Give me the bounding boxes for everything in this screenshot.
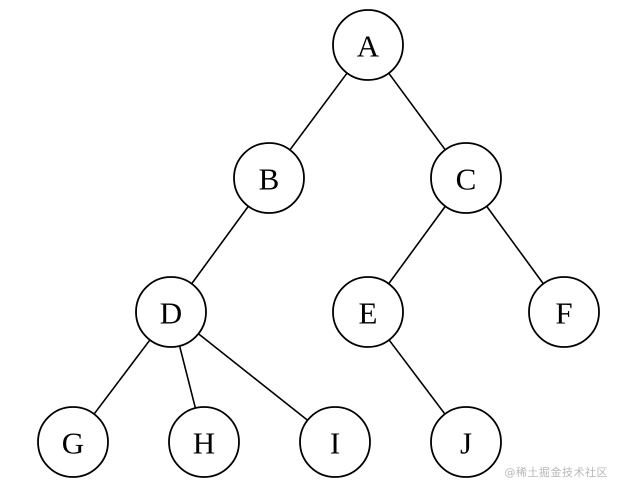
- edge-b-d: [191, 205, 249, 285]
- edge-d-g: [93, 339, 151, 415]
- node-label: I: [330, 426, 340, 461]
- edge-c-e: [388, 205, 446, 285]
- node-i: I: [299, 406, 371, 478]
- node-label: C: [456, 162, 477, 197]
- edge-d-h: [178, 345, 197, 409]
- tree-nodes: A B C D E F G H I J: [37, 9, 600, 478]
- node-label: G: [62, 426, 84, 461]
- node-label: J: [460, 426, 472, 461]
- node-circle: [528, 276, 600, 348]
- node-circle: [233, 142, 305, 214]
- node-c: C: [430, 142, 502, 214]
- tree-edges: [93, 72, 544, 421]
- edge-c-f: [486, 205, 544, 285]
- edge-e-j: [388, 339, 446, 415]
- node-j: J: [430, 406, 502, 478]
- edge-a-c: [388, 72, 446, 151]
- node-circle: [332, 9, 404, 81]
- node-d: D: [135, 276, 207, 348]
- watermark: @稀土掘金技术社区: [504, 466, 608, 479]
- node-h: H: [168, 406, 240, 478]
- node-label: H: [193, 426, 215, 461]
- node-g: G: [37, 406, 109, 478]
- edge-a-b: [289, 72, 348, 151]
- node-label: A: [357, 29, 380, 64]
- node-label: E: [359, 296, 378, 331]
- node-e: E: [332, 276, 404, 348]
- node-circle: [430, 142, 502, 214]
- node-label: B: [259, 162, 280, 197]
- node-b: B: [233, 142, 305, 214]
- edge-d-i: [197, 333, 309, 421]
- node-circle: [430, 406, 502, 478]
- node-f: F: [528, 276, 600, 348]
- node-circle: [135, 276, 207, 348]
- node-circle: [168, 406, 240, 478]
- node-label: D: [160, 296, 182, 331]
- node-circle: [37, 406, 109, 478]
- node-circle: [299, 406, 371, 478]
- node-a: A: [332, 9, 404, 81]
- node-label: F: [555, 296, 572, 331]
- node-circle: [332, 276, 404, 348]
